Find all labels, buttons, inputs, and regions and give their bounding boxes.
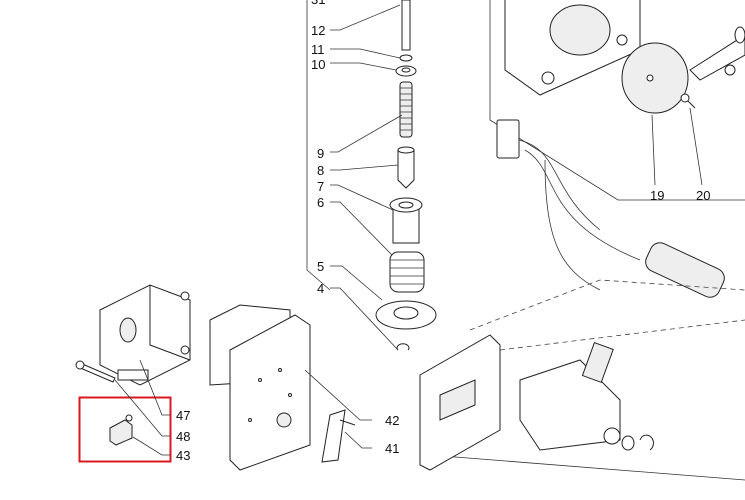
motor-42 bbox=[209, 304, 311, 471]
spring-6 bbox=[389, 251, 425, 293]
label-47: 47 bbox=[176, 408, 190, 423]
label-10: 10 bbox=[311, 57, 325, 72]
label-41: 41 bbox=[385, 441, 399, 456]
label-7: 7 bbox=[317, 179, 324, 194]
label-4: 4 bbox=[317, 281, 324, 296]
label-31: 31 bbox=[311, 0, 325, 7]
clip-4 bbox=[396, 343, 410, 351]
label-11: 11 bbox=[311, 42, 325, 57]
label-19: 19 bbox=[650, 188, 664, 203]
label-9: 9 bbox=[317, 146, 324, 161]
lower-right-assembly bbox=[469, 279, 745, 451]
disc-19 bbox=[621, 42, 689, 114]
label-6: 6 bbox=[317, 195, 324, 210]
microswitch-43 bbox=[109, 414, 133, 446]
lever-top-right bbox=[689, 26, 745, 81]
label-43: 43 bbox=[176, 448, 190, 463]
highlight-box bbox=[78, 396, 172, 463]
washer-11 bbox=[399, 54, 413, 62]
bracket-plate bbox=[419, 334, 501, 471]
bushing-8 bbox=[397, 146, 415, 189]
spring-9 bbox=[399, 81, 413, 138]
flange-5 bbox=[375, 300, 437, 330]
screw-48 bbox=[75, 360, 116, 383]
gear-motor-top bbox=[504, 0, 641, 96]
label-8: 8 bbox=[317, 163, 324, 178]
shaft-12 bbox=[401, 0, 411, 51]
sleeve-7 bbox=[389, 197, 423, 244]
lever-41 bbox=[321, 409, 356, 463]
washer-10 bbox=[395, 65, 417, 77]
label-20: 20 bbox=[696, 188, 710, 203]
label-5: 5 bbox=[317, 259, 324, 274]
sensor-cable bbox=[496, 119, 725, 298]
label-12: 12 bbox=[311, 23, 325, 38]
label-42: 42 bbox=[385, 413, 399, 428]
leader-lines bbox=[114, 4, 703, 456]
label-48: 48 bbox=[176, 429, 190, 444]
callout-labels: 31 12 11 10 9 8 7 6 5 4 19 20 47 48 43 4… bbox=[176, 0, 710, 463]
frame-47 bbox=[99, 284, 191, 386]
frame-lines bbox=[306, 0, 745, 481]
screw-20 bbox=[680, 93, 696, 109]
